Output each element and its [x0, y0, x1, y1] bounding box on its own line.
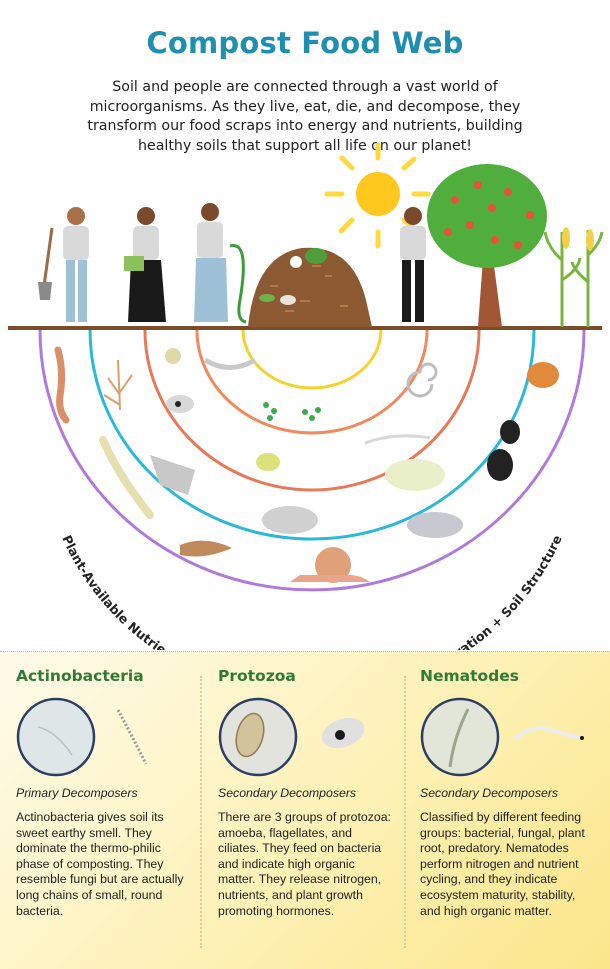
- fungi-icon: [103, 359, 133, 411]
- column-nematodes: Nematodes Secondary Decomposers Classifi…: [420, 667, 610, 918]
- nematode-micrograph: [420, 697, 500, 777]
- beetle-icon: [180, 540, 232, 557]
- soil-organisms: [54, 346, 559, 583]
- sun-icon: [324, 142, 431, 249]
- column-role: Secondary Decomposers: [218, 786, 357, 800]
- protozoa-micrograph: [218, 697, 298, 777]
- isopod-icon: [407, 512, 463, 538]
- tardigrade-icon: [262, 506, 318, 534]
- ring-outer: [38, 329, 586, 592]
- person-with-hose: [194, 203, 247, 324]
- column-actinobacteria: Actinobacteria Primary Decomposers Actin…: [16, 667, 206, 918]
- springtail-icon: [150, 455, 195, 495]
- column-heading: Actinobacteria: [16, 667, 144, 685]
- ground-line: [8, 326, 602, 330]
- amoeba-icon: [165, 348, 181, 364]
- ring-fungi: [195, 329, 429, 435]
- food-web-illustration: Plant-Available Nutrients + Soil Organic…: [8, 142, 604, 650]
- compost-pile: [248, 247, 372, 327]
- column-separator: [404, 676, 406, 948]
- ring-arthropods: [88, 329, 536, 541]
- column-role: Secondary Decomposers: [420, 786, 559, 800]
- ring-plants: [241, 329, 383, 390]
- spiral-icon: [406, 362, 438, 398]
- detail-band: [0, 651, 610, 969]
- band-divider: [0, 651, 610, 652]
- larva-icon: [385, 459, 445, 491]
- column-protozoa: Protozoa Secondary Decomposers There are…: [218, 667, 408, 918]
- centipede-icon: [99, 436, 154, 519]
- earthworm-icon: [54, 346, 70, 424]
- column-heading: Protozoa: [218, 667, 296, 685]
- actinobacteria-icon: [203, 357, 257, 370]
- rotifer-icon: [256, 453, 280, 471]
- person-standing: [400, 207, 426, 322]
- column-description: Classified by different feeding groups: …: [420, 810, 585, 918]
- actinobacteria-micrograph: [16, 697, 96, 777]
- protozoa-cell-icon: [321, 717, 365, 749]
- person-with-basket: [124, 207, 166, 322]
- column-description: Actinobacteria gives soil its sweet eart…: [16, 810, 184, 918]
- nematode-worm-icon: [514, 726, 584, 740]
- mite-icon: [527, 362, 559, 388]
- column-heading: Nematodes: [420, 667, 519, 685]
- actinobacteria-chain-icon: [116, 709, 148, 765]
- column-role: Primary Decomposers: [16, 786, 138, 800]
- person-with-shovel: [38, 207, 89, 322]
- snail-icon: [290, 547, 370, 583]
- intro-text: Soil and people are connected through a …: [87, 79, 523, 154]
- nematode-icon: [364, 434, 431, 445]
- page-title: Compost Food Web: [146, 26, 464, 60]
- apple-tree: [427, 164, 547, 327]
- ring-protozoa: [143, 329, 481, 492]
- ant-icon: [487, 420, 520, 481]
- column-separator: [200, 676, 202, 948]
- bacteria-icon: [263, 402, 321, 421]
- column-description: There are 3 groups of protozoa: amoeba, …: [218, 810, 391, 918]
